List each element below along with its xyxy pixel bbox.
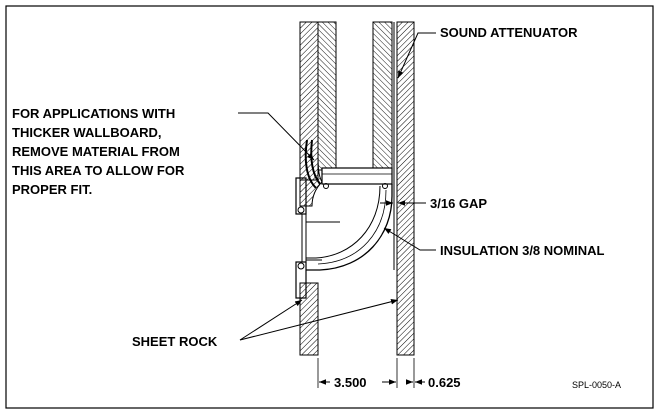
frame-flange-bottom [295,261,307,299]
label-thicker-wallboard-line3: REMOVE MATERIAL FROM [12,144,180,159]
leader-thicker-wallboard [238,112,315,161]
leader-sheet-rock-1 [239,299,303,341]
label-sound-attenuator: SOUND ATTENUATOR [440,25,578,40]
dim-wall-thickness: 0.625 [428,375,461,390]
label-insulation: INSULATION 3/8 NOMINAL [440,243,604,258]
attenuator-left-insulation [317,21,337,171]
fastener-1 [297,206,305,214]
attenuator-right-insulation [372,21,393,171]
sheet-border [5,5,654,409]
left-sheet-rock-upper [299,21,319,181]
leader-insulation [383,227,436,251]
fastener-2 [297,262,305,270]
fastener-4 [382,183,388,189]
label-sheet-rock: SHEET ROCK [132,334,218,349]
frame-flange-top [295,177,307,215]
label-thicker-wallboard-line1: FOR APPLICATIONS WITH [12,106,175,121]
elbow-insulation-arc [317,189,387,265]
leader-sheet-rock-2 [239,299,399,341]
label-thicker-wallboard-line4: THIS AREA TO ALLOW FOR [12,163,185,178]
elbow-inner-arc [306,185,381,259]
fastener-3 [323,183,329,189]
removal-curve [304,139,317,189]
elbow-top-collar [321,167,393,185]
leader-sound-attenuator [397,32,436,79]
label-gap: 3/16 GAP [430,196,487,211]
drawing-number: SPL-0050-A [572,380,621,390]
removal-curve-2 [310,139,321,185]
label-thicker-wallboard-line2: THICKER WALLBOARD, [12,125,162,140]
dim-cavity-width: 3.500 [334,375,367,390]
label-thicker-wallboard-line5: PROPER FIT. [12,182,92,197]
left-sheet-rock-lower [299,282,319,356]
right-sheet-rock [396,21,415,356]
